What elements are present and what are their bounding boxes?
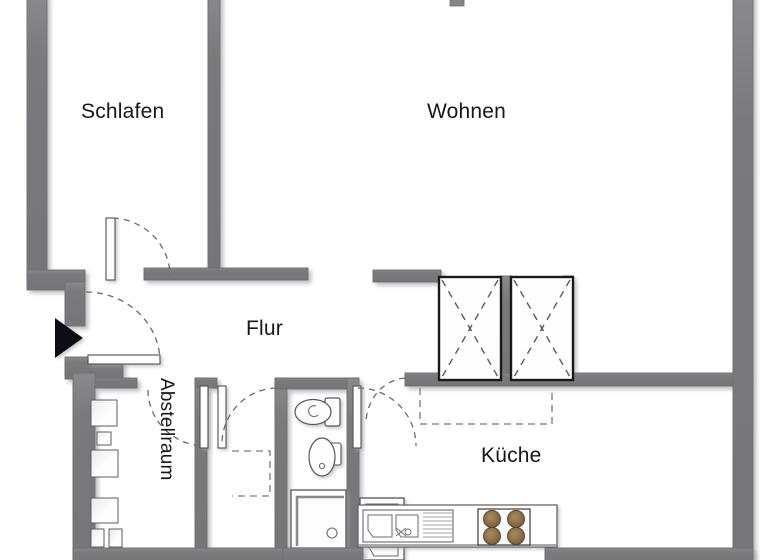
kitchen-door-group <box>365 377 406 425</box>
niche-3 <box>90 449 119 478</box>
niche-5 <box>90 528 105 548</box>
wall-exterior-south-mid <box>282 547 364 560</box>
bathroom-door-leaf <box>352 385 362 449</box>
storage-door-leaf-left <box>199 385 209 449</box>
cooktop-icon <box>477 508 531 546</box>
entrance-door-leaf <box>87 354 161 365</box>
wardrobes-group <box>437 275 575 382</box>
entrance-door-swing-arc <box>85 291 161 361</box>
room-label-flur: Flur <box>246 317 283 340</box>
room-label-kueche: Küche <box>481 444 542 467</box>
wall-exterior-south-left <box>72 547 284 560</box>
wall-flur-wohnen-left <box>372 269 442 283</box>
toilet-icon <box>294 397 341 427</box>
niche-1 <box>90 399 118 427</box>
bedroom-door-leaf <box>105 217 116 281</box>
storage-double-door-group <box>147 385 277 449</box>
walls-group <box>26 0 754 560</box>
room-label-schlafen: Schlafen <box>81 100 165 123</box>
wall-bad-north <box>274 377 358 390</box>
shower-tray-icon <box>290 489 347 549</box>
entrance-direction-marker <box>55 318 83 358</box>
niche-2 <box>96 431 112 446</box>
kitchen-sink-icon <box>362 509 454 543</box>
wall-schlafen-south-right <box>143 267 309 281</box>
bathroom-door-swing-arc <box>357 387 417 447</box>
wall-entrance-jamb-vertical <box>64 281 86 327</box>
kitchen-door-swing-arc <box>365 377 406 425</box>
niche-4 <box>90 497 119 524</box>
niche-6 <box>108 528 123 548</box>
wall-interior-schlafen-east <box>207 0 221 279</box>
burner-2 <box>507 510 525 528</box>
storage-dashed-shelf <box>232 450 271 497</box>
storage-door-leaf-right <box>217 385 227 449</box>
wall-exterior-west-upper <box>26 0 48 283</box>
wall-niches-group <box>90 399 123 548</box>
sink-basin-icon <box>308 437 342 477</box>
burner-3 <box>483 527 501 545</box>
wall-abstellraum-north <box>94 377 138 389</box>
wall-exterior-south-right <box>544 547 754 560</box>
wall-exterior-east <box>732 0 754 560</box>
bathroom-door-group <box>352 385 417 449</box>
room-label-wohnen: Wohnen <box>427 100 507 123</box>
wardrobe-right-hatch <box>513 279 571 378</box>
burner-1 <box>483 510 501 528</box>
walls-bottom-group <box>72 547 754 560</box>
wardrobe-left-hatch <box>441 279 499 378</box>
entrance-door-group <box>55 291 161 365</box>
bedroom-door-swing-arc <box>112 217 171 277</box>
wall-bad-west <box>274 377 288 560</box>
kitchen-counter-group <box>357 504 558 548</box>
room-label-abstellraum: Abstellraum <box>156 378 177 481</box>
kitchen-upper-cabinet <box>419 388 553 425</box>
bedroom-door-group <box>105 217 171 281</box>
storage-door-swing-arc-right <box>221 387 277 447</box>
window-marker-top <box>449 0 465 7</box>
burner-4 <box>507 527 525 545</box>
